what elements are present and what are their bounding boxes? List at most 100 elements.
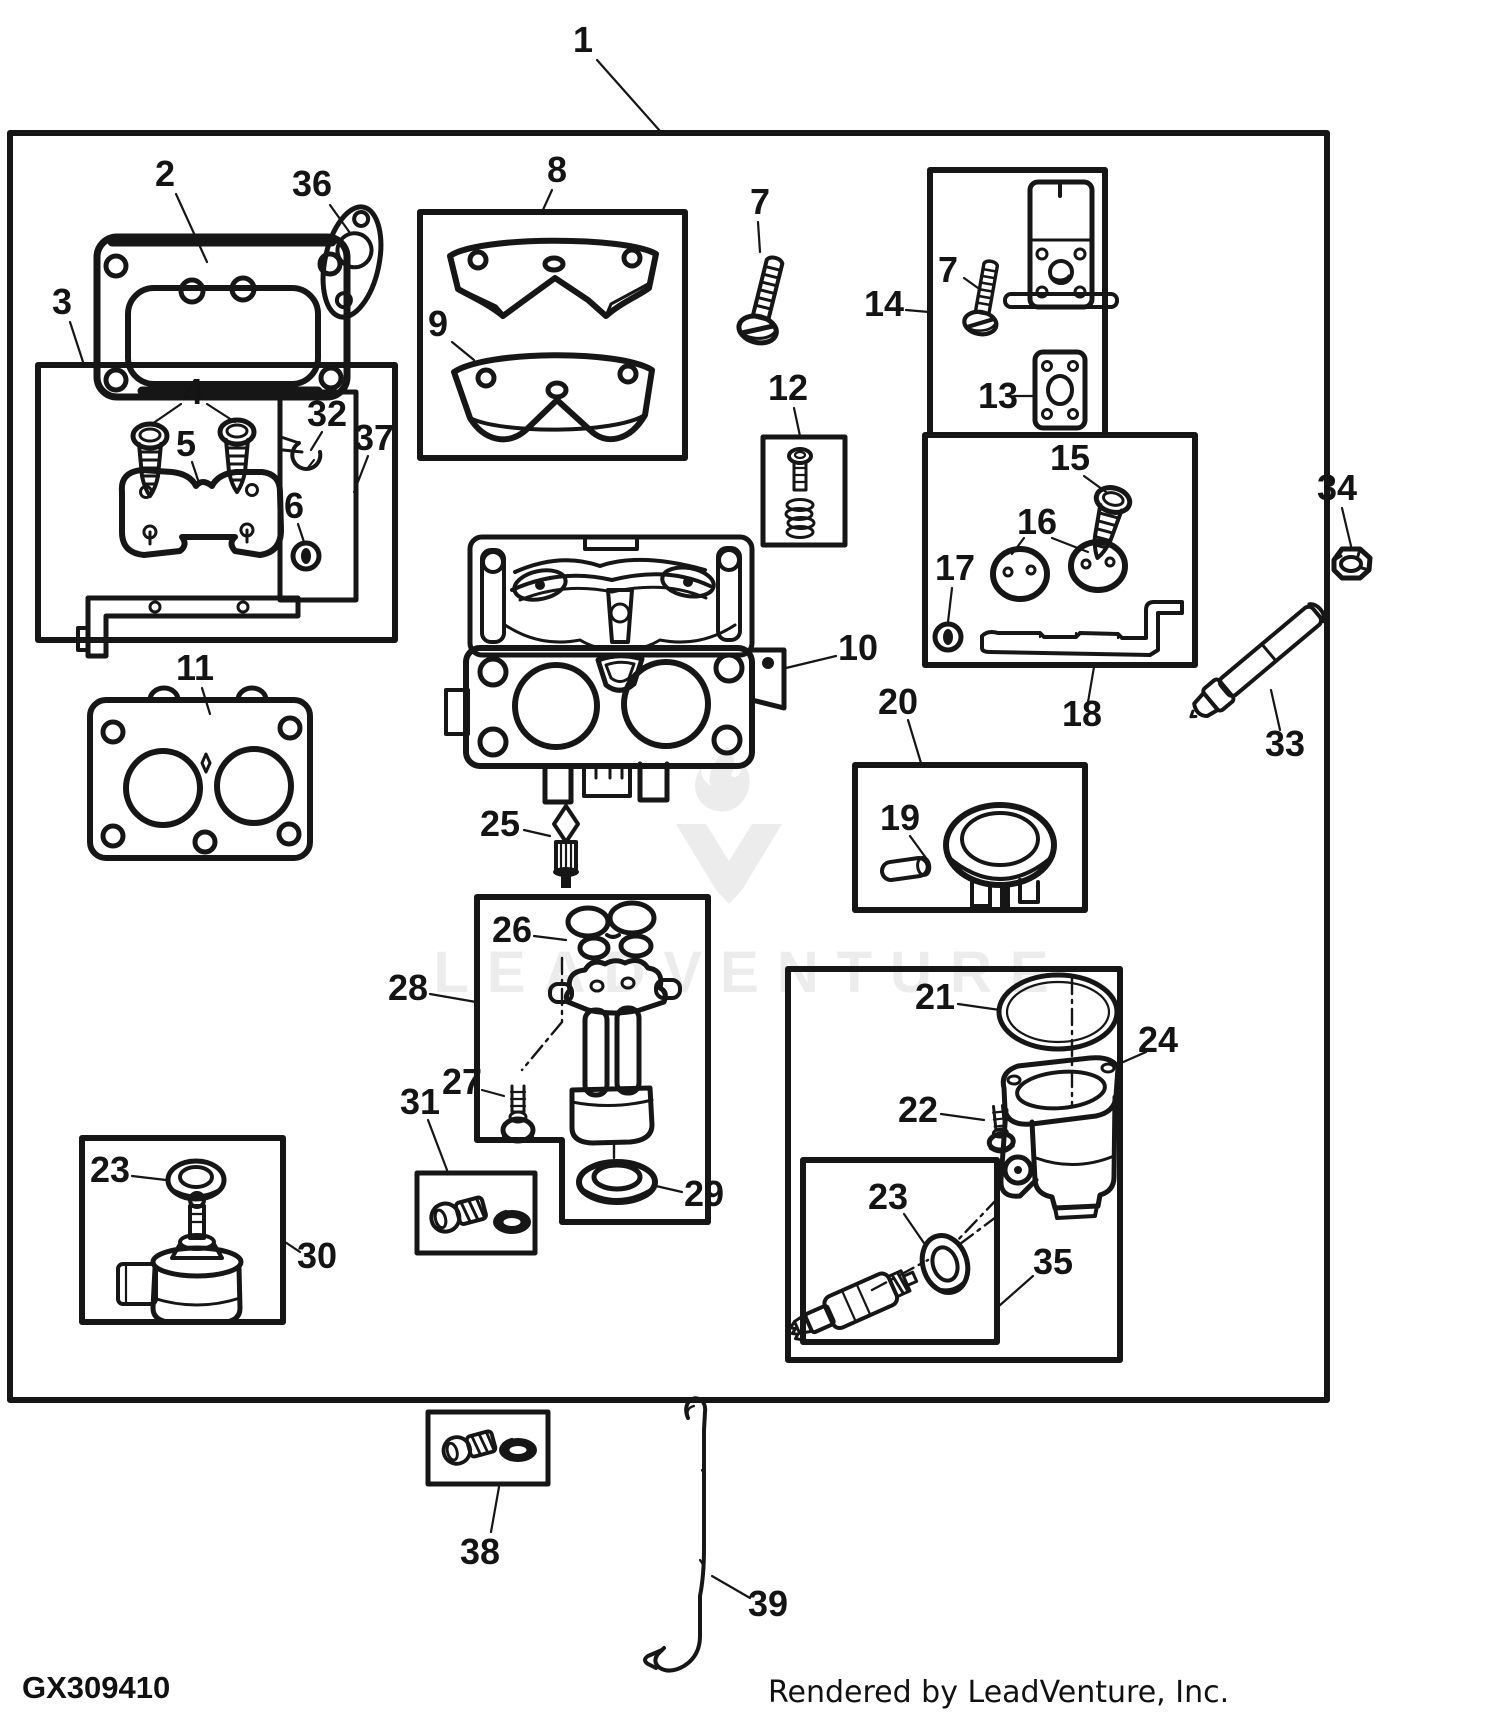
callout-25: 25 (480, 803, 520, 844)
leader-lines (68, 58, 1353, 1600)
callout-32: 32 (307, 393, 347, 434)
part-34-nut (1331, 546, 1373, 581)
callout-5: 5 (176, 423, 196, 464)
part-7-screw-in-box (963, 259, 1008, 337)
callout-3: 3 (52, 281, 72, 322)
screw-spring-box (760, 434, 848, 548)
part-19-float-pin (879, 855, 932, 882)
part-17-seal (932, 621, 964, 653)
part-26-seals (565, 900, 657, 961)
callout-7a: 7 (750, 181, 770, 222)
watermark-flame-icon (695, 746, 750, 812)
part-6-seal (290, 540, 322, 572)
part-8-gasket (447, 237, 659, 319)
callout-20: 20 (878, 681, 918, 722)
choke-shaft-box (922, 432, 1198, 668)
leadventure-watermark: LEADVENTURE (433, 746, 1066, 1005)
part-7-screw (736, 253, 794, 346)
part-36-gasket (320, 204, 384, 320)
kit-boundary-box (7, 130, 1330, 1403)
callout-16: 16 (1017, 501, 1057, 542)
callout-15: 15 (1050, 437, 1090, 478)
part-25-needle-valve (552, 804, 580, 888)
callout-11: 11 (176, 647, 214, 688)
callout-39: 39 (748, 1583, 788, 1624)
bowl-solenoid-sub-box (789, 1157, 1002, 1345)
callout-1: 1 (573, 19, 593, 60)
callout-28: 28 (388, 967, 428, 1008)
callout-38: 38 (460, 1531, 500, 1572)
watermark-text: LEADVENTURE (433, 940, 1066, 1005)
callout-22: 22 (898, 1089, 938, 1130)
part-23-washer (165, 1158, 227, 1202)
watermark-v-icon (676, 824, 782, 904)
part-16-choke-plates (990, 539, 1128, 602)
gasket-set-box (417, 209, 688, 461)
callout-23b: 23 (868, 1176, 908, 1217)
part-30-fuel-solenoid (116, 1191, 244, 1325)
bowl-solenoid-axis (954, 1196, 1000, 1244)
float-bowl (998, 1055, 1121, 1220)
drawing-number: GX309410 (22, 1670, 170, 1705)
part-35-fuel-solenoid (789, 1269, 919, 1342)
part-27-screw (500, 1084, 536, 1144)
plug-kit-box-lower (425, 1409, 551, 1487)
part-2-gasket (93, 233, 351, 401)
float-box (852, 762, 1088, 913)
part-18-choke-shaft (980, 600, 1184, 657)
callout-8: 8 (547, 149, 567, 190)
part-38-oring (497, 1436, 539, 1464)
part-33-shaft (1189, 602, 1327, 719)
clip-seal-box (277, 389, 359, 603)
callout-12: 12 (768, 367, 808, 408)
hardware-box (35, 362, 398, 659)
callout-30: 30 (297, 1235, 337, 1276)
callout-21: 21 (915, 976, 955, 1017)
part-22-screw (986, 1104, 1016, 1154)
callout-18: 18 (1062, 693, 1102, 734)
callout-2: 2 (155, 153, 175, 194)
callout-27: 27 (442, 1061, 482, 1102)
part-21-oring (996, 972, 1120, 1052)
callout-6: 6 (284, 485, 304, 526)
callout-10: 10 (838, 627, 878, 668)
float-bowl-box (785, 966, 1123, 1363)
part-10-carburetor (444, 534, 787, 805)
part-12-screw-spring (784, 447, 816, 539)
callout-24: 24 (1138, 1019, 1178, 1060)
part-38-plug (438, 1425, 499, 1469)
callout-23a: 23 (90, 1149, 130, 1190)
part-23-washer-bowl (919, 1233, 971, 1295)
callout-29: 29 (684, 1173, 724, 1214)
callout-26: 26 (492, 909, 532, 950)
assembly-axis-line (520, 956, 564, 1072)
callout-34: 34 (1317, 467, 1357, 508)
callout-4: 4 (183, 371, 203, 412)
part-29-washer (576, 1159, 658, 1205)
solenoid-axis-line (870, 1212, 1002, 1292)
callout-13: 13 (978, 375, 1018, 416)
part-14-solenoid-bracket (1003, 179, 1119, 310)
plug-kit-box (414, 1170, 538, 1256)
callout-14: 14 (864, 283, 904, 324)
fuel-transfer-tube (548, 957, 682, 1146)
part-15-screw (1081, 484, 1132, 562)
solenoid-box (79, 1135, 286, 1325)
callout-19: 19 (880, 797, 920, 838)
callout-37: 37 (354, 417, 394, 458)
callout-7b: 7 (938, 249, 958, 290)
callout-labels: 1 2 36 8 3 9 7 14 7 13 4 5 32 37 12 6 15… (52, 19, 1357, 1624)
part-32-clip (279, 435, 323, 471)
render-credit: Rendered by LeadVenture, Inc. (768, 1675, 1229, 1710)
part-31-oring (491, 1208, 533, 1236)
float (943, 802, 1057, 910)
callout-33: 33 (1265, 723, 1305, 764)
callout-9: 9 (428, 303, 448, 344)
callout-35: 35 (1033, 1241, 1073, 1282)
part-9-gasket (451, 352, 655, 443)
part-31-plug (426, 1191, 490, 1237)
callout-31: 31 (400, 1081, 440, 1122)
part-39-choke-link-rod (643, 1396, 708, 1673)
callout-17: 17 (935, 547, 975, 588)
